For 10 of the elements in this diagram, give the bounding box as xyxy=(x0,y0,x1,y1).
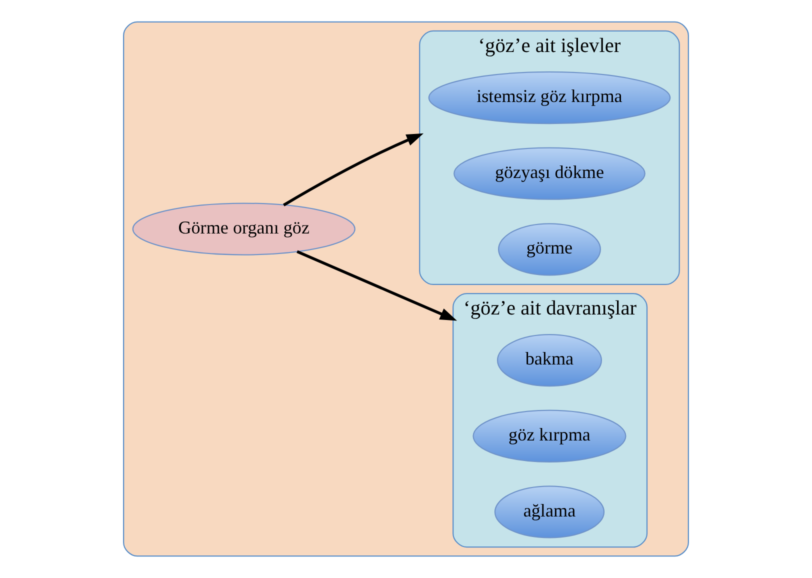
node-ellipse: bakma xyxy=(496,334,602,387)
arrow xyxy=(296,250,458,321)
arrow xyxy=(282,133,424,206)
node-ellipse: Görme organı göz xyxy=(132,202,356,256)
node-ellipse: istemsiz göz kırpma xyxy=(428,71,671,124)
node-ellipse: göz kırpma xyxy=(472,410,626,462)
node-ellipse: gözyaşı dökme xyxy=(454,147,646,200)
node-ellipse: görme xyxy=(498,223,601,276)
node-ellipse: ağlama xyxy=(494,486,605,538)
cluster xyxy=(123,21,689,557)
